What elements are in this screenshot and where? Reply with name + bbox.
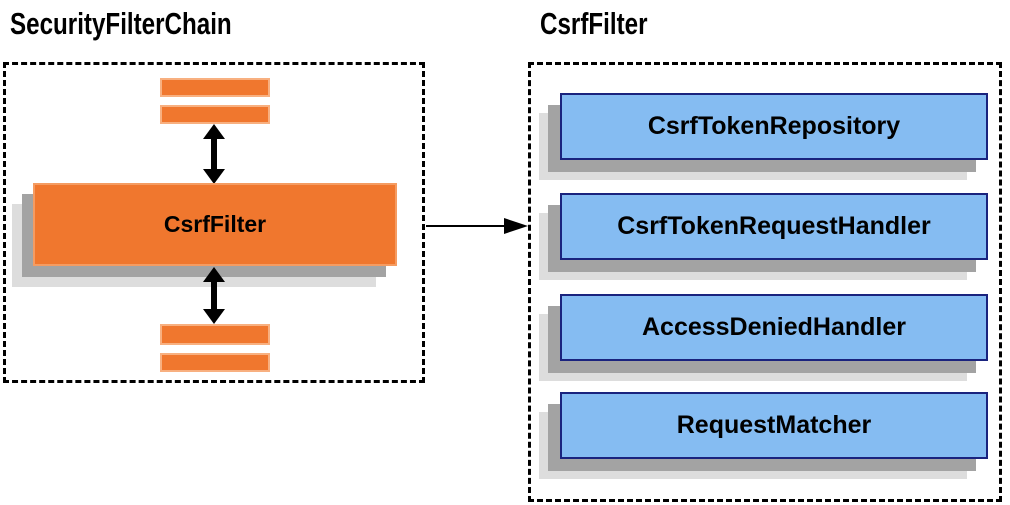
arrow-right-head-icon — [504, 218, 528, 234]
csrf-filter-box-label: CsrfFilter — [163, 211, 267, 237]
arrow-down-head-icon — [203, 309, 225, 324]
arrow-down-head-icon — [203, 169, 225, 184]
arrow-up-head-icon — [203, 267, 225, 282]
component-box-csrf-token-request-handler: CsrfTokenRequestHandler — [560, 193, 988, 260]
component-label: RequestMatcher — [676, 411, 872, 439]
filter-chain-bar-bottom-2 — [160, 353, 270, 372]
filter-chain-bar-bottom-1 — [160, 324, 270, 345]
component-label: CsrfTokenRepository — [647, 112, 901, 140]
component-box-access-denied-handler: AccessDeniedHandler — [560, 294, 988, 361]
component-label: CsrfTokenRequestHandler — [617, 212, 931, 240]
component-label: AccessDeniedHandler — [641, 313, 906, 341]
arrow-shaft — [211, 280, 217, 311]
left-panel-title: SecurityFilterChain — [10, 6, 232, 41]
arrow-up-head-icon — [203, 124, 225, 139]
filter-chain-bar-top-1 — [160, 78, 270, 97]
double-arrow-icon — [203, 267, 225, 324]
right-panel-title: CsrfFilter — [540, 6, 648, 41]
filter-chain-bar-top-2 — [160, 105, 270, 124]
csrf-filter-container — [528, 62, 1002, 502]
component-box-csrf-token-repository: CsrfTokenRepository — [560, 93, 988, 160]
security-filter-chain-container — [3, 62, 425, 383]
csrf-filter-box: CsrfFilter — [33, 183, 397, 266]
arrow-shaft — [426, 225, 506, 227]
arrow-shaft — [211, 137, 217, 171]
component-box-request-matcher: RequestMatcher — [560, 392, 988, 459]
double-arrow-icon — [203, 124, 225, 184]
arrow-icon — [426, 218, 528, 234]
